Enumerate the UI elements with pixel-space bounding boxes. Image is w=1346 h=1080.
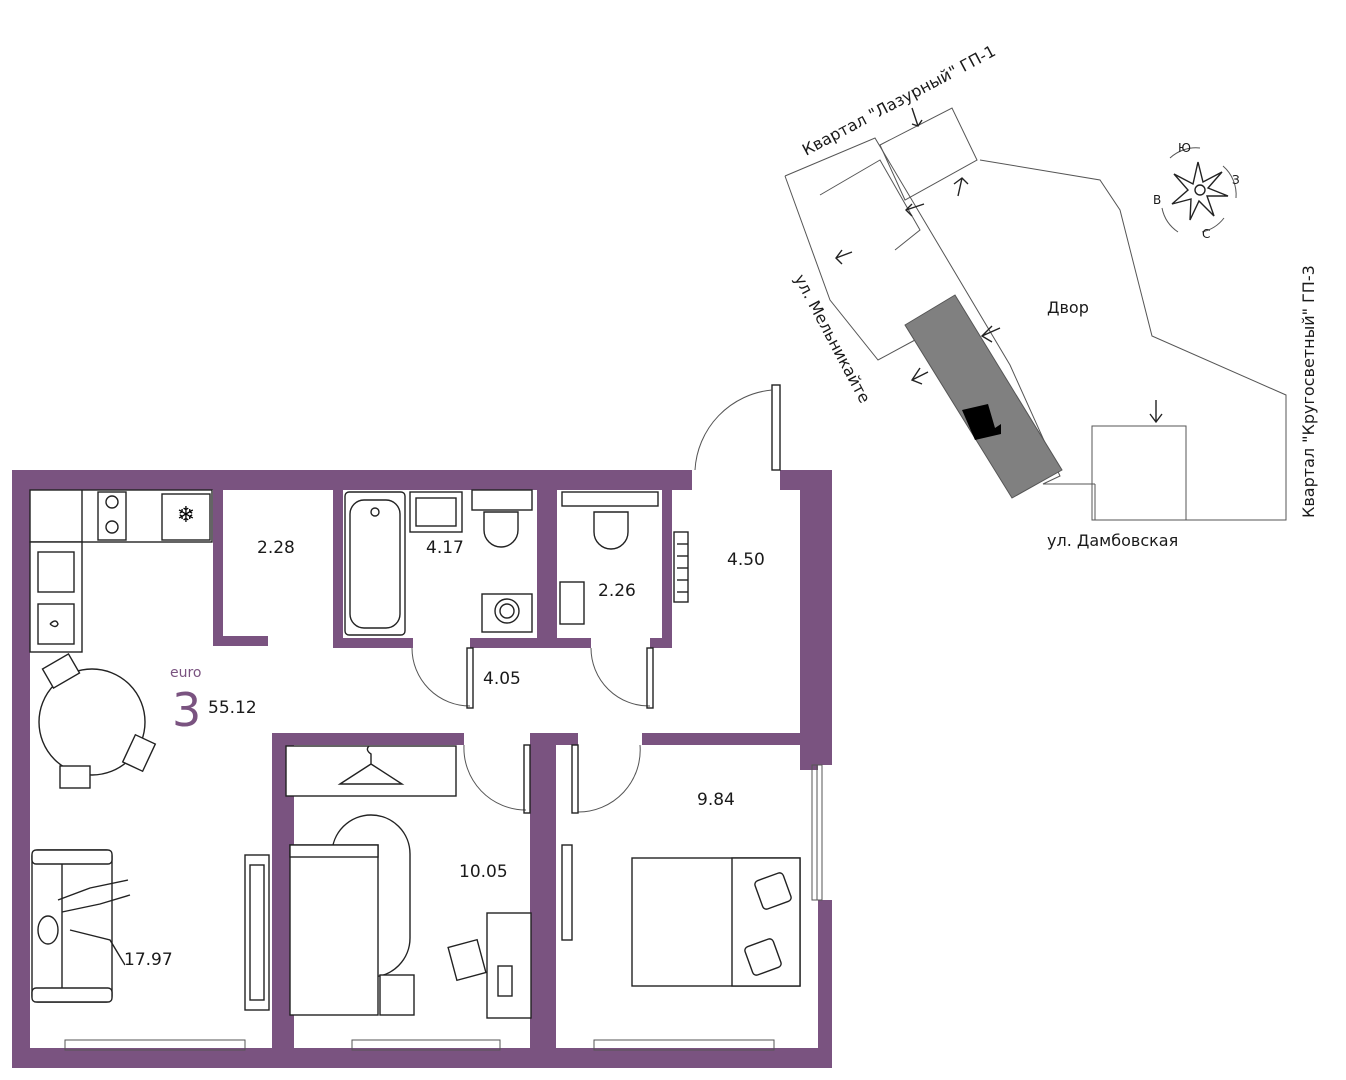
wc-sink [559, 581, 585, 625]
wc-toilet [593, 511, 629, 550]
bathroom-fixtures [344, 489, 533, 636]
compass-north-label: С [1202, 227, 1210, 241]
dining-table [38, 668, 146, 776]
compass-rose-icon [1161, 147, 1237, 233]
kitchen-furniture: ❄ [29, 489, 213, 789]
radiator [673, 531, 689, 603]
apartment-rooms-count: 3 [172, 683, 201, 737]
room-area-hall: 4.50 [727, 550, 765, 570]
compass-east-label: В [1153, 193, 1161, 207]
apartment-location-marker [962, 404, 1001, 440]
washing-machine [481, 593, 533, 633]
room-area-corridor: 4.05 [483, 669, 521, 689]
snowflake-icon: ❄ [177, 503, 195, 528]
site-label-gp3: Квартал "Кругосветный" ГП-3 [1299, 265, 1318, 518]
wc-fixtures [559, 491, 689, 625]
room-area-bedroom-1: 10.05 [459, 862, 508, 882]
compass-south-label: Ю [1178, 141, 1191, 155]
entrance-arrows [835, 107, 1163, 424]
room-area-bedroom-2: 9.84 [697, 790, 735, 810]
compass-west-label: З [1232, 173, 1240, 187]
site-label-courtyard: Двор [1047, 298, 1089, 317]
bedroom-1-furniture [285, 745, 532, 1019]
site-label-gp1: Квартал "Лазурный" ГП-1 [799, 41, 999, 159]
toilet [483, 511, 519, 548]
room-area-bathroom: 4.17 [426, 538, 464, 558]
apartment-walls [12, 470, 832, 1068]
bedroom-2-furniture [561, 844, 801, 987]
living-furniture [31, 849, 270, 1011]
site-plan [784, 107, 1287, 521]
building-gp2 [904, 294, 1063, 499]
room-area-storage: 2.28 [257, 538, 295, 558]
site-label-street-melnikaite: ул. Мельникайте [790, 271, 874, 406]
doors [411, 384, 781, 814]
room-area-wc: 2.26 [598, 581, 636, 601]
apartment-type-label: euro [170, 665, 202, 681]
hanger-icon [337, 745, 405, 785]
windows [64, 764, 823, 1051]
room-area-kitchen-living: 17.97 [124, 950, 173, 970]
apartment-total-area: 55.12 [208, 698, 257, 718]
site-label-street-dambovskaya: ул. Дамбовская [1047, 531, 1178, 550]
bed [289, 844, 379, 1016]
